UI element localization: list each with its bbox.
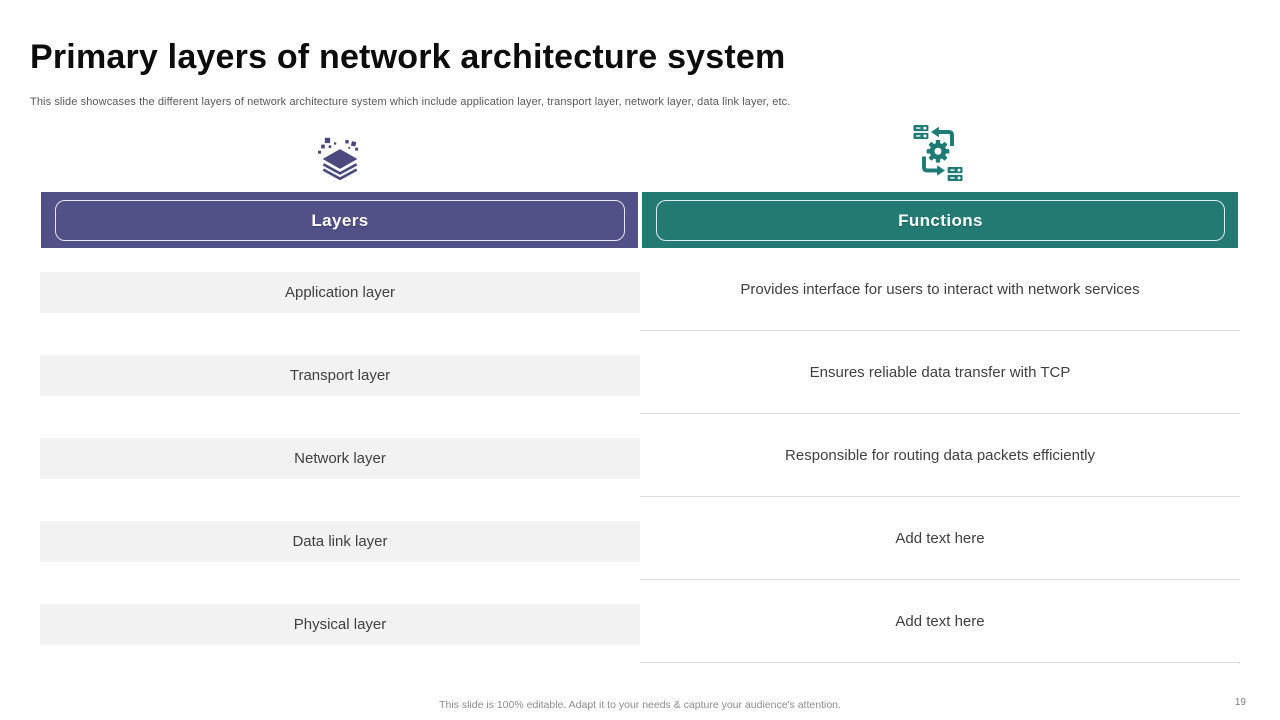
functions-header: Functions	[656, 200, 1225, 241]
layer-cell-transport: Transport layer	[40, 355, 640, 396]
editable-note: This slide is 100% editable. Adapt it to…	[439, 699, 841, 711]
function-cell-physical-placeholder[interactable]: Add text here	[640, 580, 1240, 663]
page-title: Primary layers of network architecture s…	[30, 38, 786, 76]
layers-header-band: Layers	[41, 192, 638, 248]
function-cell-datalink-placeholder[interactable]: Add text here	[640, 497, 1240, 580]
function-cell-transport: Ensures reliable data transfer with TCP	[640, 331, 1240, 414]
layer-cell-application: Application layer	[40, 272, 640, 313]
layer-cell-datalink: Data link layer	[40, 521, 640, 562]
function-cell-application: Provides interface for users to interact…	[640, 248, 1240, 331]
functions-header-band: Functions	[642, 192, 1238, 248]
layer-cell-physical: Physical layer	[40, 604, 640, 645]
page-number: 19	[1234, 697, 1246, 708]
slide-subtitle: This slide showcases the different layer…	[30, 96, 791, 108]
layers-header: Layers	[55, 200, 625, 241]
layer-cell-network: Network layer	[40, 438, 640, 479]
function-cell-network: Responsible for routing data packets eff…	[640, 414, 1240, 497]
process-flow-icon	[910, 121, 966, 185]
layers-stack-icon	[315, 131, 365, 187]
functions-column: Provides interface for users to interact…	[640, 248, 1240, 664]
